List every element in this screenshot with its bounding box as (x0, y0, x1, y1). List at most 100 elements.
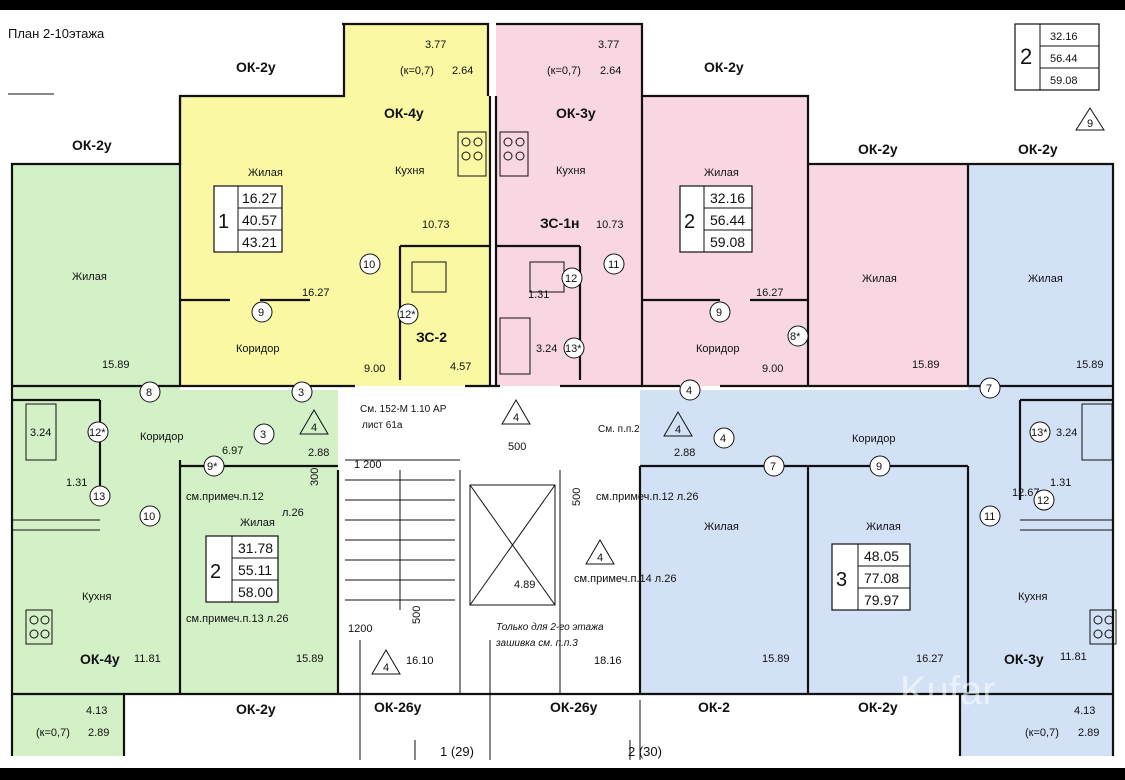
area-value: 3.24 (30, 427, 51, 439)
room-label: Жилая (248, 167, 283, 179)
legend-living-area: 32.16 (1050, 31, 1078, 43)
axis-label: 2 (30) (628, 744, 662, 759)
area-value: 10.73 (596, 219, 624, 231)
area-value: 4.89 (514, 579, 535, 591)
zone-green-balcony (12, 694, 124, 756)
room-label: Коридор (852, 433, 895, 445)
room-label: Жилая (866, 521, 901, 533)
room-label: Жилая (862, 273, 897, 285)
balcony-coef-bottom-left: (к=0,7) (36, 727, 70, 739)
mark: 9 (258, 307, 264, 319)
apartment-total-with-balcony: 59.08 (710, 234, 745, 250)
mark: 11 (608, 259, 619, 271)
window-label: ОК-26у (374, 699, 422, 715)
window-label: ОК-2у (704, 59, 744, 75)
balcony-reduced-left: 2.64 (452, 65, 473, 77)
area-value: 18.16 (594, 655, 622, 667)
bottom-bar (0, 768, 1125, 780)
window-label: ОК-2у (1018, 141, 1058, 157)
balcony-coef-right: (к=0,7) (547, 65, 581, 77)
apartment-living-area: 16.27 (242, 190, 277, 206)
legend-total-area: 56.44 (1050, 53, 1078, 65)
mark: 12 (565, 273, 577, 285)
room-label: Кухня (395, 165, 424, 177)
apartment-total-area: 40.57 (242, 212, 277, 228)
window-label: ОК-4у (384, 105, 424, 121)
apartment-2-left-box: 2 31.78 55.11 58.00 (205, 535, 279, 603)
area-value: 4.57 (450, 361, 471, 373)
room-label: Коридор (140, 431, 183, 443)
window-label: ОК-2у (858, 699, 898, 715)
window-label: ОК-2у (858, 141, 898, 157)
dimension: 300 (309, 468, 321, 486)
walls (10, 22, 1115, 760)
area-value: 1.31 (1050, 477, 1071, 489)
zone-apartment-3-center (640, 390, 968, 694)
area-numbers: 10.73 10.73 16.27 16.27 9.00 9.00 4.57 1… (30, 219, 1104, 667)
room-label: Жилая (1028, 273, 1063, 285)
area-value: 16.27 (302, 287, 330, 299)
dimension: 1200 (348, 623, 372, 635)
plan-title: План 2-10этажа (8, 26, 105, 41)
area-value: 1.31 (66, 477, 87, 489)
note: см.примеч.п.12 (186, 491, 264, 503)
room-label: Кухня (556, 165, 585, 177)
note: лист 61а (362, 420, 403, 431)
area-value: 16.27 (916, 653, 944, 665)
apartment-total-with-balcony: 43.21 (242, 234, 277, 250)
window-labels: ОК-2у ОК-2у ОК-4у ОК-3у ОК-2у ОК-2у ОК-2… (72, 59, 1058, 717)
apartment-1-box: 1 16.27 40.57 43.21 (213, 185, 283, 253)
room-label: Кухня (1018, 591, 1047, 603)
balcony-area-bottom-right: 4.13 (1074, 705, 1095, 717)
zone-pink-balcony (496, 24, 642, 96)
note: см.примеч.п.12 л.26 (596, 491, 698, 503)
mark: 12 (1037, 495, 1049, 507)
mark: 7 (986, 383, 992, 395)
zone-yellow-balcony (344, 24, 488, 96)
dimension: 500 (571, 488, 583, 506)
legend-box: 2 32.16 56.44 59.08 9 (1014, 23, 1105, 131)
balcony-coef-bottom-right: (к=0,7) (1025, 727, 1059, 739)
apartment-total-area: 55.11 (238, 562, 272, 578)
label-zs2: ЗС-2 (416, 329, 447, 345)
note: см.примеч.п.14 л.26 (574, 573, 676, 585)
axis-label: 1 (29) (440, 744, 474, 759)
apartment-number: 2 (684, 211, 695, 233)
area-value: 11.81 (1060, 651, 1087, 663)
balcony-coef-left: (к=0,7) (400, 65, 434, 77)
zone-blue-balcony (960, 694, 1113, 756)
window-label: ОК-26у (550, 699, 598, 715)
apartment-number: 1 (218, 211, 229, 233)
area-value: 11.81 (134, 653, 161, 665)
triangle-marks: 4 4 4 4 4 (299, 399, 693, 675)
zone-apartment-2r-kitchen (496, 96, 642, 386)
mark: 4 (597, 552, 603, 564)
apartment-total-area: 56.44 (710, 212, 745, 228)
note: См. п.п.2 (598, 424, 640, 435)
mark: 4 (383, 662, 389, 674)
legend-apartment-number: 2 (1020, 44, 1032, 69)
area-value: 15.89 (762, 653, 790, 665)
area-value: 6.97 (222, 445, 243, 457)
note: л.26 (282, 507, 304, 519)
room-label: Кухня (82, 591, 111, 603)
notes: См. 152-М 1.10 АР лист 61а См. п.п.2 см.… (186, 404, 698, 649)
dimensions: 1 200 1200 500 500 500 300 (309, 441, 583, 635)
room-label: Жилая (72, 271, 107, 283)
room-label: Жилая (704, 521, 739, 533)
circle-marks: 9 9 10 12 11 12* 13* 8 8* 7 7 9 3 3 4 4 … (87, 253, 1055, 527)
zone-apartment-2r-room (808, 164, 968, 386)
window-label: ОК-3у (556, 105, 596, 121)
window-label: ОК-2 (698, 699, 730, 715)
area-value: 2.88 (308, 447, 329, 459)
mark: 3 (260, 429, 266, 441)
mark: 4 (686, 385, 692, 397)
mark: 7 (770, 461, 776, 473)
watermark: Kufar (900, 669, 996, 713)
apartment-number: 3 (836, 569, 847, 591)
area-value: 15.89 (912, 359, 940, 371)
area-value: 16.10 (406, 655, 434, 667)
mark: 9* (207, 461, 218, 473)
mark: 12* (89, 427, 106, 439)
